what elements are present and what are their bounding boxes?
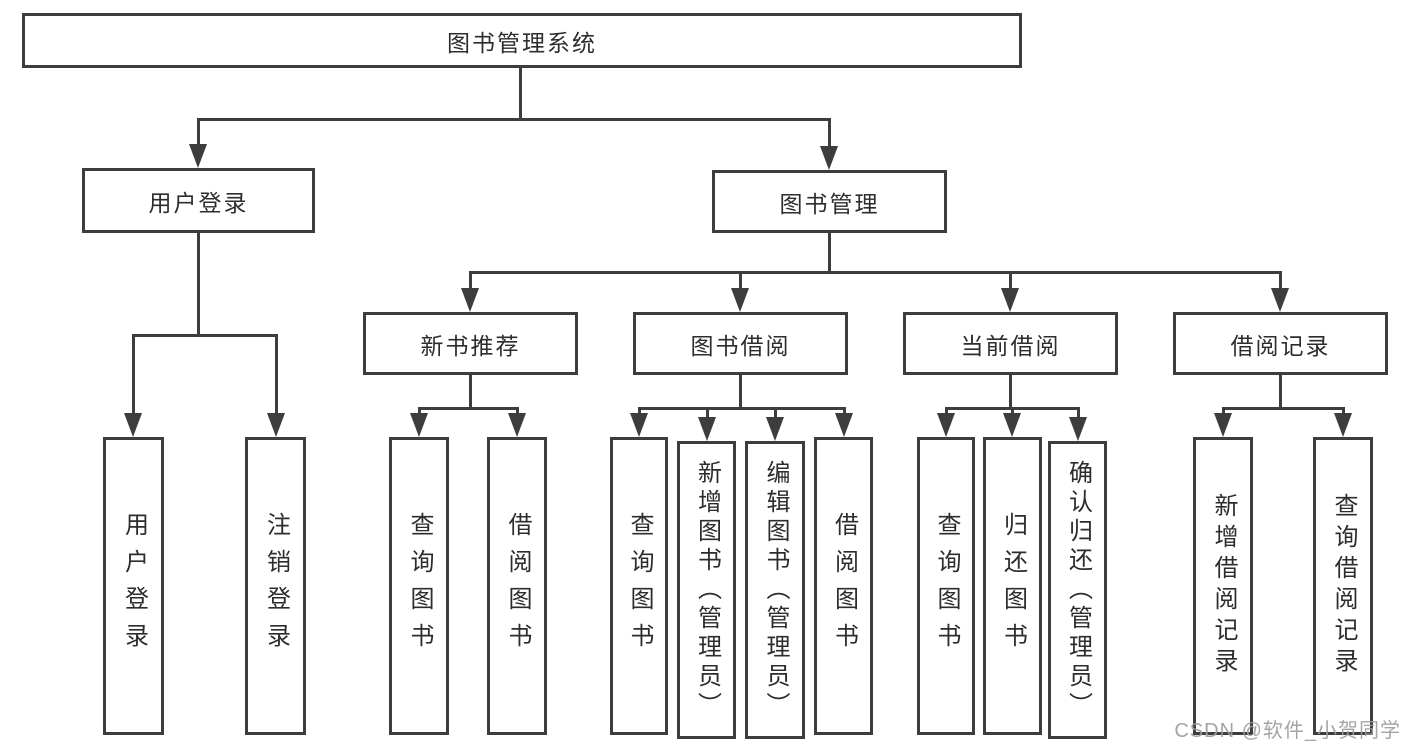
- arrow-down-icon: [124, 413, 142, 437]
- connector-line: [468, 270, 1282, 274]
- node-book-borrowing-label: 图书借阅: [690, 332, 791, 359]
- arrow-down-icon: [1214, 413, 1232, 437]
- arrow-down-icon: [731, 288, 749, 312]
- node-current-borrowing-label: 当前借阅: [960, 332, 1061, 359]
- connector-line: [518, 66, 522, 119]
- arrow-down-icon: [820, 146, 838, 170]
- connector-line: [1010, 406, 1014, 417]
- connector-line: [1008, 374, 1012, 409]
- node-query-borrow-record: 查询借阅记录: [1313, 437, 1373, 735]
- connector-line: [196, 117, 200, 148]
- connector-line: [773, 406, 777, 419]
- node-borrow-books-recommend: 借阅图书: [487, 437, 547, 735]
- connector-line: [417, 406, 421, 417]
- arrow-down-icon: [835, 413, 853, 437]
- node-confirm-return-admin: 确认归还（管理员）: [1048, 441, 1107, 739]
- arrow-down-icon: [766, 417, 784, 441]
- connector-line: [1221, 406, 1345, 410]
- node-query-books-current: 查询图书: [917, 437, 975, 735]
- node-borrow-books-borrowing: 借阅图书: [814, 437, 873, 735]
- node-query-books-recommend: 查询图书: [389, 437, 449, 735]
- node-borrow-records-label: 借阅记录: [1230, 332, 1331, 359]
- node-query-books-recommend-label: 查询图书: [406, 512, 433, 660]
- connector-line: [131, 333, 135, 416]
- connector-line: [705, 406, 709, 419]
- connector-line: [196, 232, 200, 335]
- connector-line: [944, 406, 948, 417]
- connector-line: [637, 406, 641, 417]
- node-logout-label: 注销登录: [262, 512, 290, 660]
- connector-line: [827, 117, 831, 149]
- node-book-management-label: 图书管理: [779, 190, 880, 217]
- node-return-books-label: 归还图书: [999, 512, 1027, 660]
- node-user-login-label: 用户登录: [148, 189, 249, 216]
- node-add-borrow-record-label: 新增借阅记录: [1210, 493, 1237, 679]
- node-current-borrowing: 当前借阅: [903, 312, 1118, 375]
- node-edit-books-admin: 编辑图书（管理员）: [745, 441, 805, 739]
- connector-line: [468, 270, 472, 291]
- node-edit-books-admin-label: 编辑图书（管理员）: [762, 459, 789, 721]
- connector-line: [131, 333, 278, 337]
- connector-line: [1278, 374, 1282, 409]
- arrow-down-icon: [1334, 413, 1352, 437]
- connector-line: [1008, 270, 1012, 291]
- connector-line: [827, 232, 831, 273]
- connector-line: [1076, 406, 1080, 419]
- connector-line: [842, 406, 846, 417]
- arrow-down-icon: [698, 417, 716, 441]
- node-new-book-recommend-label: 新书推荐: [420, 332, 521, 359]
- connector-line: [637, 406, 846, 410]
- csdn-watermark: CSDN @软件_小贺同学: [1174, 720, 1401, 742]
- arrow-down-icon: [189, 144, 207, 168]
- node-user-login-action: 用户登录: [103, 437, 164, 735]
- node-new-book-recommend: 新书推荐: [363, 312, 578, 375]
- arrow-down-icon: [267, 413, 285, 437]
- node-query-books-borrowing-label: 查询图书: [626, 512, 653, 660]
- node-add-books-admin: 新增图书（管理员）: [677, 441, 736, 739]
- connector-line: [1341, 406, 1345, 417]
- node-book-management: 图书管理: [712, 170, 947, 233]
- arrow-down-icon: [461, 288, 479, 312]
- connector-line: [196, 117, 831, 121]
- arrow-down-icon: [1001, 288, 1019, 312]
- node-add-books-admin-label: 新增图书（管理员）: [693, 459, 721, 721]
- node-borrow-records: 借阅记录: [1173, 312, 1388, 375]
- node-user-login-action-label: 用户登录: [120, 512, 148, 660]
- node-borrow-books-recommend-label: 借阅图书: [504, 512, 531, 660]
- node-library-system-label: 图书管理系统: [447, 29, 597, 56]
- arrow-down-icon: [508, 413, 526, 437]
- node-query-borrow-record-label: 查询借阅记录: [1330, 493, 1357, 679]
- node-logout: 注销登录: [245, 437, 306, 735]
- connector-line: [417, 406, 519, 410]
- arrow-down-icon: [1271, 288, 1289, 312]
- arrow-down-icon: [1069, 417, 1087, 441]
- node-book-borrowing: 图书借阅: [633, 312, 848, 375]
- node-confirm-return-admin-label: 确认归还（管理员）: [1064, 459, 1092, 721]
- node-query-books-borrowing: 查询图书: [610, 437, 668, 735]
- connector-line: [738, 270, 742, 291]
- connector-line: [738, 374, 742, 409]
- arrow-down-icon: [1003, 413, 1021, 437]
- node-library-system: 图书管理系统: [22, 13, 1022, 68]
- node-add-borrow-record: 新增借阅记录: [1193, 437, 1253, 735]
- arrow-down-icon: [630, 413, 648, 437]
- node-query-books-current-label: 查询图书: [933, 512, 960, 660]
- connector-line: [1221, 406, 1225, 417]
- connector-line: [274, 333, 278, 416]
- connector-line: [1278, 270, 1282, 291]
- arrow-down-icon: [410, 413, 428, 437]
- connector-line: [468, 374, 472, 409]
- node-user-login: 用户登录: [82, 168, 315, 233]
- connector-line: [515, 406, 519, 417]
- node-borrow-books-borrowing-label: 借阅图书: [830, 512, 858, 660]
- node-return-books: 归还图书: [983, 437, 1042, 735]
- arrow-down-icon: [937, 413, 955, 437]
